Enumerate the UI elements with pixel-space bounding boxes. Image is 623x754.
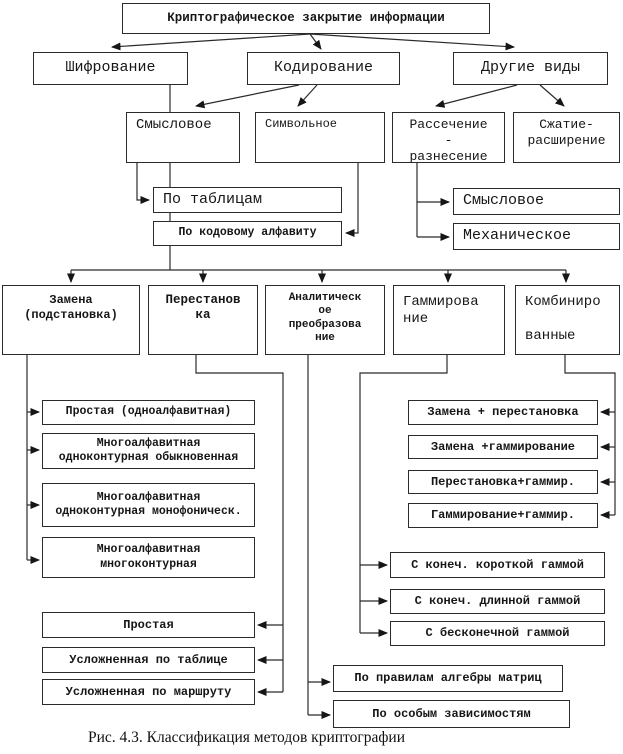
compress-expand-box: Сжатие- расширение (513, 112, 620, 163)
encryption-box: Шифрование (33, 52, 188, 85)
combined-type-box: Замена + перестановка (408, 400, 598, 425)
permutation-box: Перестанов ка (148, 285, 258, 355)
analytic-type-box: По правилам алгебры матриц (333, 665, 563, 692)
gamming-type-box: С бесконечной гаммой (390, 621, 605, 646)
by-code-alphabet-box: По кодовому алфавиту (153, 221, 342, 246)
coding-box: Кодирование (247, 52, 400, 85)
permutation-type-box: Усложненная по таблице (42, 647, 255, 673)
cut-spread-box: Рассечение - разнесение (392, 112, 505, 164)
analytic-box: Аналитическ ое преобразова ние (265, 285, 385, 355)
gamming-box: Гаммирова ние (393, 285, 505, 355)
mechanical-box: Механическое (453, 223, 620, 250)
combined-type-box: Гаммирование+гаммир. (408, 503, 598, 528)
gamming-type-box: С конеч. длинной гаммой (390, 589, 605, 614)
permutation-type-box: Простая (42, 612, 255, 638)
analytic-type-box: По особым зависимостям (333, 700, 570, 728)
substitution-type-box: Многоалфавитная многоконтурная (42, 537, 255, 578)
semantic-coding-box: Смысловое (126, 112, 240, 163)
symbolic-coding-box: Символьное (255, 112, 385, 163)
by-tables-box: По таблицам (153, 187, 342, 213)
root-box: Криптографическое закрытие информации (122, 3, 490, 34)
other-kinds-box: Другие виды (453, 52, 608, 85)
combined-type-box: Перестановка+гаммир. (408, 470, 598, 494)
substitution-type-box: Многоалфавитная одноконтурная обыкновенн… (42, 433, 255, 469)
figure-caption: Рис. 4.3. Классификация методов криптогр… (88, 729, 405, 746)
combined-type-box: Замена +гаммирование (408, 435, 598, 459)
combined-box: Комбиниро ванные (515, 285, 620, 355)
substitution-box: Замена (подстановка) (2, 285, 140, 355)
permutation-type-box: Усложненная по маршруту (42, 679, 255, 705)
substitution-type-box: Многоалфавитная одноконтурная монофониче… (42, 483, 255, 527)
gamming-type-box: С конеч. короткой гаммой (390, 552, 605, 578)
semantic-other-box: Смысловое (453, 188, 620, 215)
substitution-type-box: Простая (одноалфавитная) (42, 400, 255, 425)
